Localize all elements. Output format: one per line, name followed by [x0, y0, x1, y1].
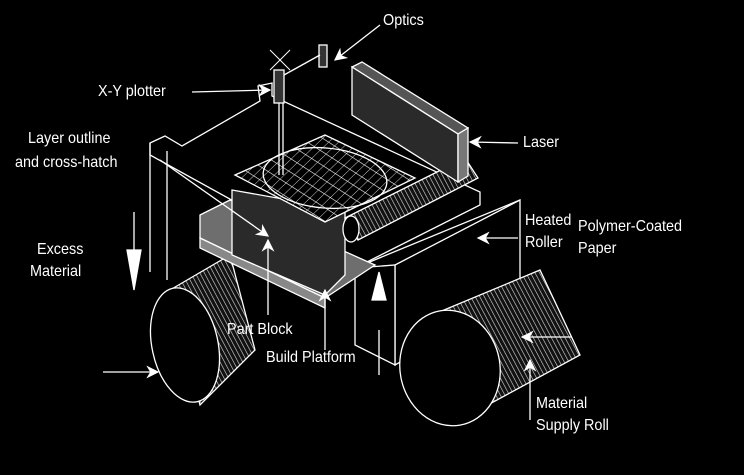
label-optics: Optics	[383, 12, 424, 29]
label-xy-plotter: X-Y plotter	[98, 83, 166, 100]
label-supply-roll-2: Supply Roll	[536, 417, 609, 434]
material-supply-roll	[399, 269, 581, 427]
label-part-block: Part Block	[227, 321, 293, 338]
label-polymer-paper-2: Paper	[578, 240, 617, 257]
xy-plotter-head	[273, 69, 285, 104]
label-build-platform: Build Platform	[266, 349, 356, 366]
label-polymer-paper-1: Polymer-Coated	[578, 218, 683, 235]
label-excess-2: Material	[30, 263, 82, 280]
down-arrow-icon	[126, 212, 142, 291]
label-supply-roll-1: Material	[536, 395, 588, 412]
label-layer-outline-1: Layer outline	[28, 130, 111, 147]
up-arrow-icon	[371, 271, 387, 375]
label-heated-roller-1: Heated	[525, 212, 572, 229]
label-laser: Laser	[523, 134, 560, 151]
laser-unit	[350, 61, 470, 184]
label-layer-outline-2: and cross-hatch	[15, 154, 118, 171]
layer-outline-crosshatch	[233, 134, 417, 223]
optics-unit	[318, 44, 328, 68]
label-excess-1: Excess	[37, 241, 84, 258]
label-heated-roller-2: Roller	[525, 234, 563, 251]
excess-material-roll	[149, 254, 256, 407]
heated-roller	[342, 157, 479, 243]
